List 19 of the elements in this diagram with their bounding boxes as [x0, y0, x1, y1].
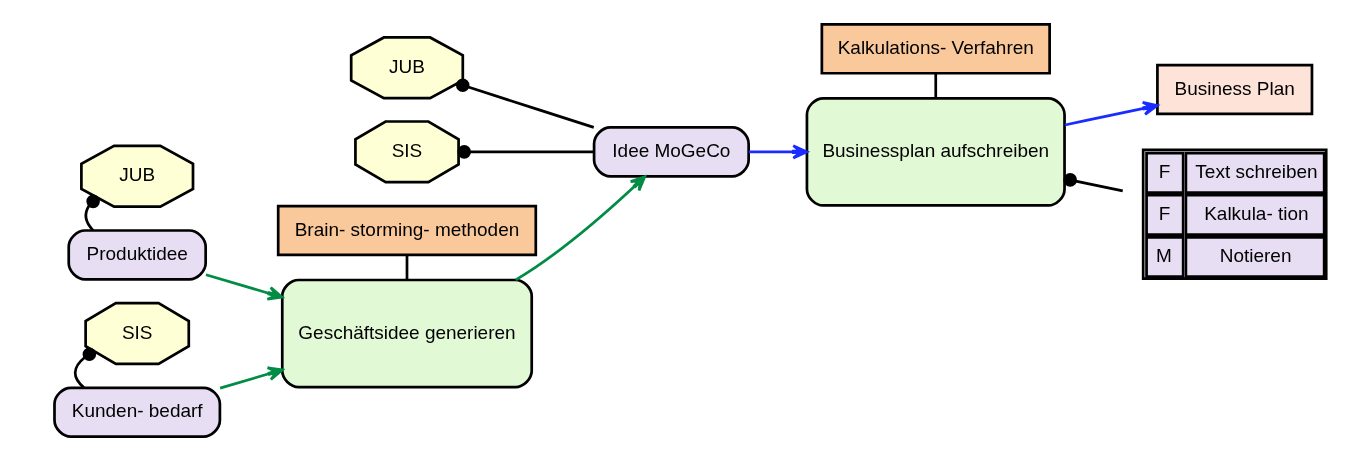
connector	[84, 194, 100, 231]
connector	[405, 254, 409, 280]
node-box: Idee MoGeCo	[592, 125, 750, 178]
connector	[934, 72, 938, 98]
node-box: Geschäftsidee generieren	[280, 278, 534, 388]
arrow	[748, 143, 809, 159]
connector	[457, 144, 594, 159]
arrow	[1064, 100, 1159, 126]
arrow	[515, 174, 647, 281]
node-box: Businessplan aufschreiben	[805, 96, 1066, 207]
connector	[1063, 172, 1123, 192]
node-box: Kalkulations- Verfahren	[820, 22, 1051, 75]
node-box: Produktidee	[67, 228, 207, 281]
arrow	[219, 366, 284, 389]
node-box: Business Plan	[1156, 63, 1314, 115]
arrow	[205, 272, 284, 301]
node-box: Brain- storming- methoden	[276, 204, 538, 256]
node-box: Kunden- bedarf	[53, 385, 222, 438]
connector	[455, 78, 595, 129]
